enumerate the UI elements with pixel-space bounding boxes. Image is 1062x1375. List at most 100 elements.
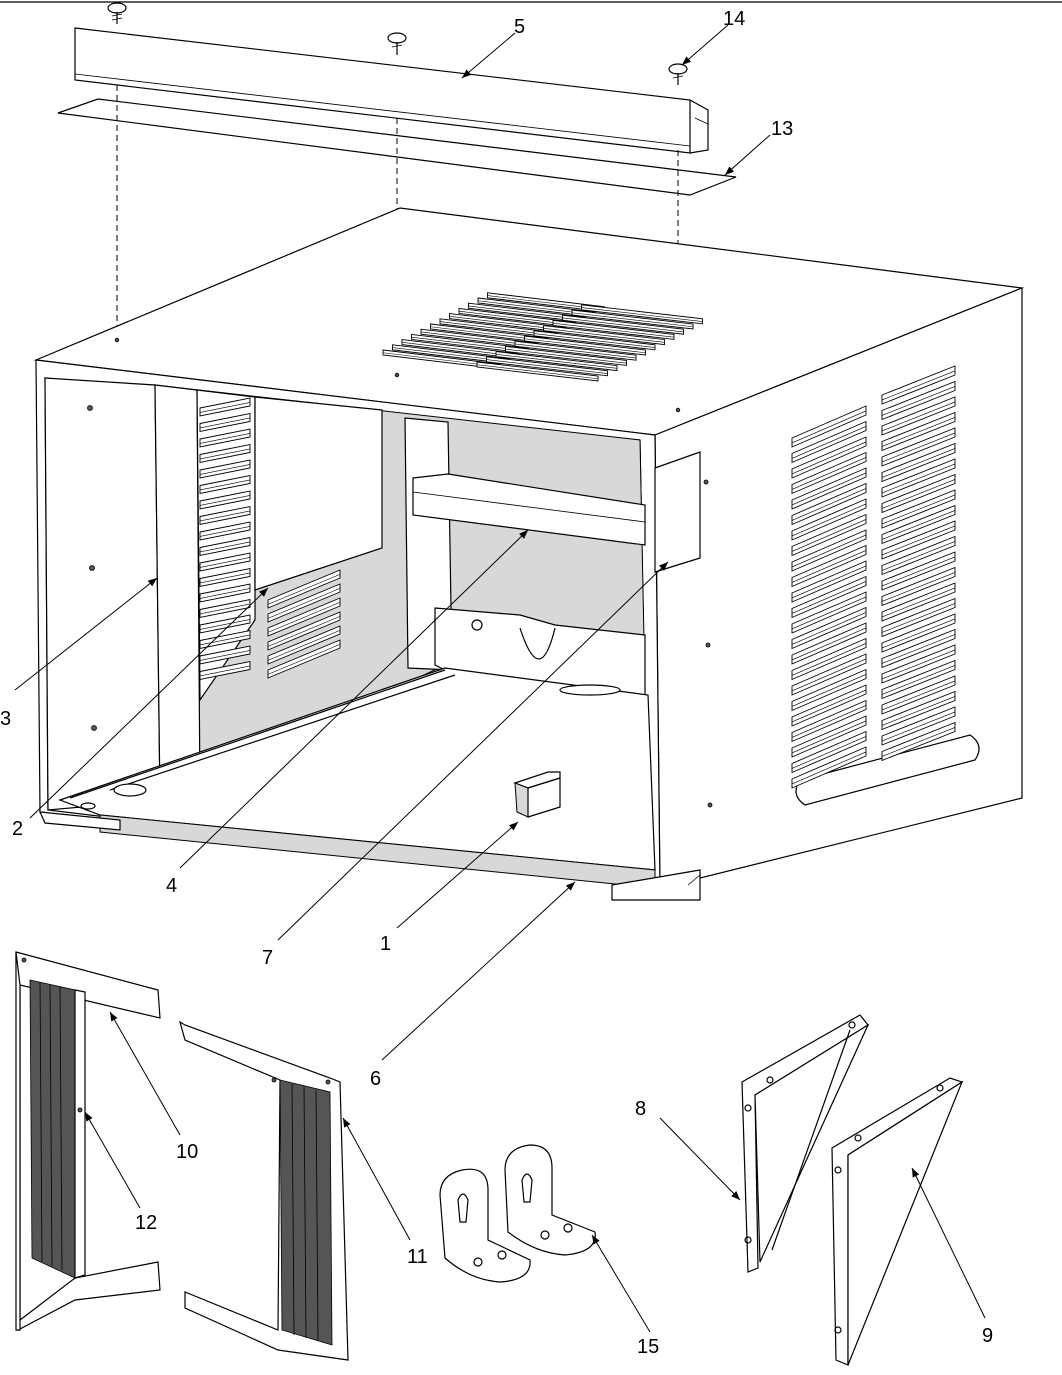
louver-slat — [881, 489, 956, 529]
louver-slat-edge — [267, 644, 341, 675]
louver-slat-edge — [199, 588, 251, 599]
louver-slat-edge — [791, 550, 867, 583]
top-rail-part — [74, 27, 709, 154]
support-bracket-part — [741, 1014, 870, 1273]
louver-slat-edge — [791, 534, 867, 568]
louver-slat — [791, 560, 867, 603]
louver-slat-edge — [881, 603, 956, 633]
louver-slat-edge — [199, 417, 251, 429]
callout-13: 13 — [771, 118, 793, 140]
louver-slat-edge — [791, 565, 867, 599]
louver-slat-edge — [571, 312, 694, 328]
louver-slat — [267, 597, 341, 637]
louver-slat-edge — [267, 602, 341, 633]
louver-slat-edge — [552, 322, 675, 338]
louver-slat — [199, 521, 251, 541]
louver-slat-edge — [881, 634, 956, 664]
louver-slat-edge — [791, 488, 867, 521]
louver-slat-edge — [881, 618, 956, 649]
louver-slat-edge — [791, 581, 867, 614]
louver-slat-edge — [791, 658, 867, 692]
louver-slat — [791, 482, 867, 526]
cabinet-wrapper — [33, 207, 1025, 901]
louver-slat — [199, 505, 251, 526]
louver-slat-edge — [881, 665, 956, 695]
louver-slat-edge — [881, 541, 956, 571]
louver-slat — [881, 675, 956, 715]
louver-slat — [199, 428, 251, 448]
louver-slat — [199, 645, 251, 665]
louver-slat — [199, 490, 251, 510]
louver-slat — [199, 397, 251, 417]
louver-slat — [791, 513, 867, 557]
louver-slat-edge — [881, 556, 956, 587]
louver-slat — [791, 622, 867, 665]
louver-slat-edge — [199, 557, 251, 568]
louver-slat — [791, 575, 867, 619]
louver-slat-edge — [881, 649, 956, 680]
louver-slat-edge — [881, 510, 956, 540]
louver-slat-edge — [543, 328, 665, 343]
louver-slat — [267, 639, 341, 679]
louver-slat-edge — [199, 433, 251, 444]
louver-slat-edge — [791, 612, 867, 645]
louver-slat-edge — [791, 519, 867, 552]
callout-2: 2 — [12, 818, 23, 840]
louver-slat — [791, 746, 867, 789]
louver-slat — [881, 644, 956, 684]
louver-slat — [199, 598, 251, 619]
louver-slat — [881, 690, 956, 731]
callout-7: 7 — [262, 947, 273, 969]
louver-slat-edge — [199, 448, 251, 460]
louver-slat-edge — [881, 417, 956, 447]
louver-slat-edge — [791, 720, 867, 754]
louver-slat-edge — [881, 463, 956, 494]
louver-slat-edge — [199, 526, 251, 537]
louver-slat-edge — [791, 736, 867, 769]
callout-11: 11 — [407, 1246, 428, 1268]
louver-slat — [267, 583, 341, 623]
louver-slat-edge — [199, 541, 251, 553]
louver-slat-edge — [267, 630, 341, 661]
mounting-bracket-part — [439, 1144, 596, 1283]
louver-slat — [881, 365, 956, 405]
louver-slat-edge — [791, 674, 867, 707]
callout-6: 6 — [370, 1068, 381, 1090]
louver-slat — [791, 715, 867, 758]
left-frame-curtain — [15, 951, 161, 1331]
louver-slat-edge — [791, 689, 867, 723]
callout-12: 12 — [135, 1212, 157, 1234]
louver-slat-edge — [881, 432, 956, 463]
louver-slat — [881, 582, 956, 622]
side-louvers — [791, 365, 956, 789]
louver-slat — [199, 536, 251, 557]
louver-slat-edge — [199, 495, 251, 506]
louver-slat-edge — [524, 338, 646, 354]
louver-slat — [881, 535, 956, 576]
lower-inner-louvers — [267, 569, 341, 679]
louver-slat-edge — [791, 503, 867, 537]
louver-slat — [791, 730, 867, 774]
louver-slat-edge — [267, 616, 341, 647]
louver-slat-edge — [486, 359, 608, 374]
louver-slat-edge — [199, 665, 251, 677]
inner-louvers — [199, 397, 251, 681]
louver-slat-edge — [881, 696, 956, 726]
louver-slat — [881, 566, 956, 607]
louver-slat — [791, 436, 867, 479]
louver-slat-edge — [199, 650, 251, 661]
louver-slat — [791, 529, 867, 572]
louver-slat-edge — [791, 410, 867, 444]
louver-slat — [791, 591, 867, 634]
louver-slat-edge — [505, 348, 627, 364]
louver-slat — [881, 706, 956, 746]
louver-slat — [199, 629, 251, 650]
louver-slat-edge — [581, 307, 703, 322]
louver-slat-edge — [881, 401, 956, 432]
gasket-strip-part — [57, 98, 737, 196]
louver-slat-edge — [881, 572, 956, 602]
louver-slat-edge — [495, 354, 618, 369]
louver-slat — [791, 699, 867, 743]
louver-slat-edge — [199, 619, 251, 630]
